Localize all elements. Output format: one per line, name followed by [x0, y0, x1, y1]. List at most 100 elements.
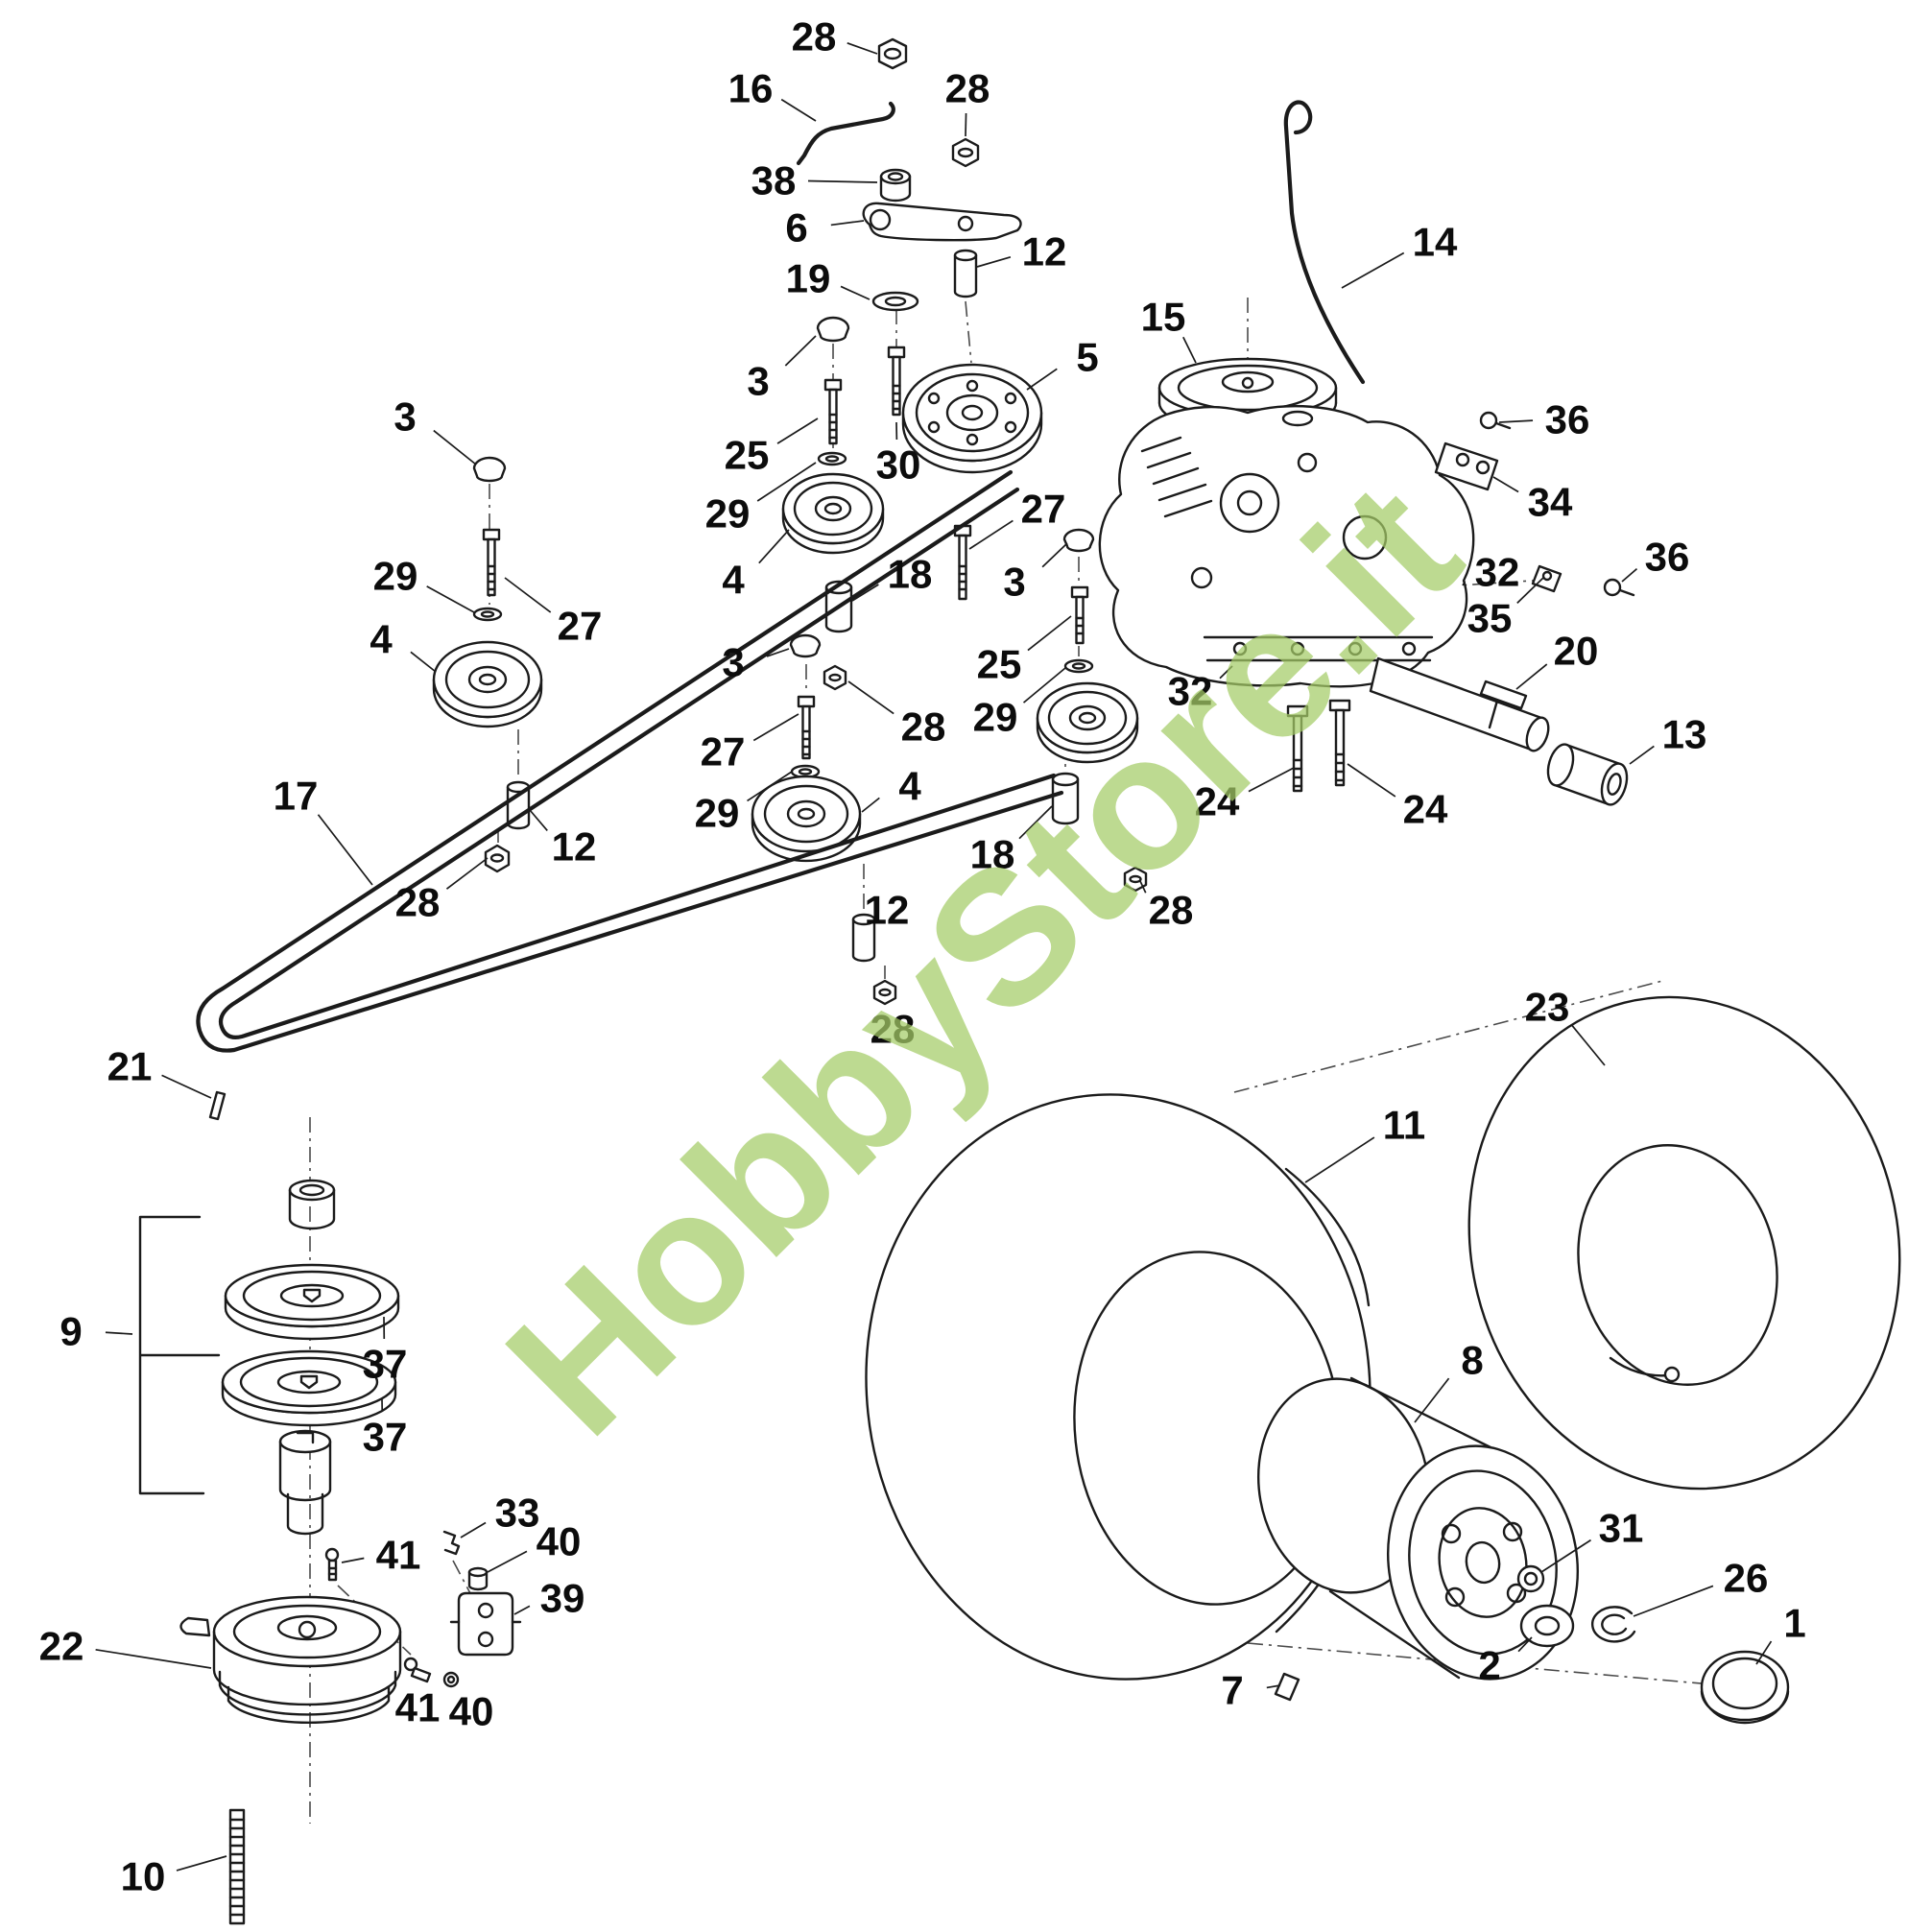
drive-belt-17	[196, 469, 1064, 1053]
hub-cap-1	[1700, 1650, 1790, 1725]
right-idler-assembly	[953, 524, 1148, 893]
part-label-35: 35	[1467, 596, 1513, 641]
leader-line	[1022, 667, 1066, 704]
part-label-18: 18	[888, 552, 933, 597]
washer-29-left	[472, 607, 503, 622]
part-label-4: 4	[370, 617, 393, 662]
nut-28-right	[1123, 866, 1148, 893]
leader-line	[976, 255, 1012, 268]
electric-clutch-22	[179, 1595, 402, 1725]
part-label-18: 18	[970, 832, 1015, 877]
leader-line	[1182, 336, 1197, 364]
part-label-37: 37	[363, 1415, 408, 1460]
part-label-27: 27	[558, 604, 603, 649]
clip-35	[1531, 564, 1562, 593]
washer-29-middle	[790, 764, 821, 779]
leader-line	[756, 462, 817, 502]
part-label-27: 27	[701, 729, 746, 775]
part-label-4: 4	[722, 558, 745, 603]
nut-28-left	[484, 844, 511, 873]
leader-line	[1026, 368, 1058, 391]
leader-line	[851, 584, 879, 602]
bolt-10	[228, 1808, 246, 1925]
part-label-3: 3	[1003, 560, 1025, 605]
part-label-28: 28	[395, 880, 441, 925]
leader-line	[1498, 419, 1534, 423]
part-label-28: 28	[871, 1007, 916, 1052]
flat-idler-pulley-5	[901, 363, 1043, 474]
washer-2	[1519, 1604, 1575, 1648]
bushing-upper	[288, 1179, 336, 1230]
part-label-10: 10	[121, 1854, 166, 1899]
leader-line	[176, 1855, 227, 1872]
bolt-24-left	[1286, 704, 1309, 793]
bolt-41-lower	[403, 1657, 432, 1683]
part-label-22: 22	[39, 1624, 84, 1669]
spring-rod-16	[796, 101, 895, 166]
leader-line	[95, 1648, 212, 1669]
cap-nut-3-right	[1062, 528, 1095, 553]
spacer-18-right	[1051, 772, 1080, 825]
part-label-28: 28	[792, 14, 837, 60]
leader-line	[861, 797, 880, 813]
leader-line	[784, 335, 817, 367]
idler-pulley-4-left	[432, 640, 543, 728]
part-label-11: 11	[1383, 1103, 1425, 1148]
leader-line	[766, 648, 790, 657]
bolt-27-left	[482, 528, 501, 597]
key-7	[1274, 1672, 1300, 1702]
idler-pulley-4-top	[781, 472, 885, 555]
part-label-2: 2	[1478, 1643, 1500, 1688]
clutch-assembly	[138, 1090, 522, 1925]
part-label-29: 29	[695, 791, 740, 836]
leader-line	[1266, 1684, 1281, 1689]
bolt-25-top	[823, 378, 843, 445]
leader-line	[341, 1557, 365, 1563]
part-label-24: 24	[1403, 787, 1448, 832]
tire-23	[1467, 995, 1901, 1491]
leader-line	[807, 179, 878, 183]
leader-line	[1629, 745, 1655, 765]
leader-line	[847, 42, 878, 55]
part-label-29: 29	[373, 554, 418, 599]
part-label-3: 3	[394, 394, 416, 440]
idler-arm-6	[862, 202, 1022, 242]
bolt-27-middle	[797, 695, 816, 760]
part-label-6: 6	[785, 205, 807, 250]
bushing-38	[879, 168, 912, 203]
spacer-12-middle	[851, 913, 876, 963]
transmission-15	[1098, 100, 1635, 806]
part-label-21: 21	[107, 1044, 153, 1089]
leader-line	[1516, 577, 1544, 605]
pulley-37-lower	[221, 1349, 397, 1427]
bolt-25-right	[1070, 585, 1089, 645]
part-label-27: 27	[1021, 487, 1066, 532]
part-label-12: 12	[552, 824, 597, 870]
part-label-36: 36	[1645, 535, 1690, 580]
bracket-39	[449, 1591, 522, 1657]
part-label-39: 39	[540, 1576, 585, 1621]
washer-29-right	[1063, 658, 1094, 674]
coupler-shaft	[278, 1429, 332, 1536]
part-label-3: 3	[722, 640, 744, 685]
spacer-40-upper	[467, 1566, 489, 1591]
nut-28-bottom-middle	[872, 979, 897, 1006]
nut-28-top	[877, 37, 908, 70]
part-label-26: 26	[1724, 1556, 1769, 1601]
leader-line	[317, 814, 373, 886]
leader-line	[1517, 1636, 1533, 1653]
bolt-41-upper	[324, 1547, 340, 1582]
part-label-16: 16	[728, 66, 774, 111]
part-label-30: 30	[876, 442, 921, 488]
part-label-28: 28	[1149, 888, 1194, 933]
part-label-41: 41	[376, 1533, 421, 1578]
leader-line	[1018, 805, 1053, 840]
part-label-28: 28	[945, 66, 990, 111]
leader-line	[504, 577, 552, 613]
bolt-24-right	[1328, 699, 1351, 787]
leader-line	[1633, 1585, 1714, 1617]
leader-line	[1347, 763, 1396, 798]
leader-line	[1304, 1136, 1375, 1183]
part-label-17: 17	[274, 774, 319, 819]
